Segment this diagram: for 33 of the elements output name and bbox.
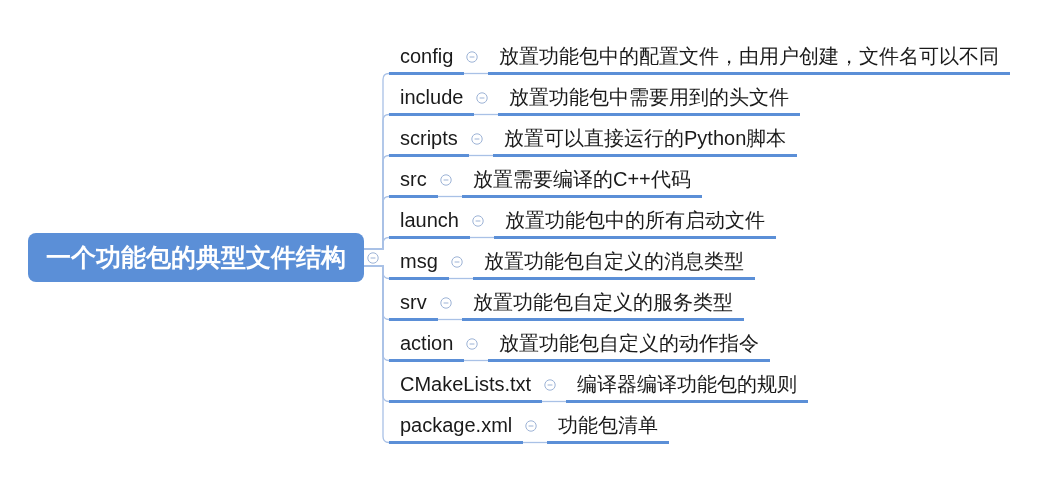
connector-line bbox=[448, 277, 474, 280]
description-label: 放置功能包自定义的服务类型 bbox=[462, 288, 744, 321]
description-label: 放置可以直接运行的Python脚本 bbox=[493, 124, 798, 157]
topic-label: action bbox=[389, 329, 465, 362]
topic-label: config bbox=[389, 42, 465, 75]
connector-line bbox=[469, 236, 495, 239]
connector-line bbox=[463, 72, 489, 75]
description-label: 放置需要编译的C++代码 bbox=[462, 165, 702, 198]
topic-label: package.xml bbox=[389, 411, 524, 444]
topic-label: msg bbox=[389, 247, 449, 280]
topic-label: srv bbox=[389, 288, 438, 321]
connector-line bbox=[437, 318, 463, 321]
description-label: 放置功能包中的所有启动文件 bbox=[494, 206, 776, 239]
connector-line bbox=[363, 236, 390, 250]
topic-label: src bbox=[389, 165, 438, 198]
connector-line bbox=[541, 400, 567, 403]
topic-label: launch bbox=[389, 206, 470, 239]
topic-label: scripts bbox=[389, 124, 469, 157]
description-label: 放置功能包中需要用到的头文件 bbox=[498, 83, 800, 116]
topic-label: CMakeLists.txt bbox=[389, 370, 543, 403]
root-topic-box: 一个功能包的典型文件结构 bbox=[28, 233, 364, 282]
connector-line bbox=[437, 195, 463, 198]
description-label: 放置功能包中的配置文件，由用户创建，文件名可以不同 bbox=[488, 42, 1010, 75]
description-label: 编译器编译功能包的规则 bbox=[566, 370, 808, 403]
description-label: 放置功能包自定义的消息类型 bbox=[473, 247, 755, 280]
connector-line bbox=[522, 441, 548, 444]
connector-line bbox=[468, 154, 494, 157]
connector-line bbox=[463, 359, 489, 362]
description-label: 功能包清单 bbox=[547, 411, 669, 444]
description-label: 放置功能包自定义的动作指令 bbox=[488, 329, 770, 362]
connector-line bbox=[363, 265, 390, 444]
connector-line bbox=[473, 113, 499, 116]
topic-label: include bbox=[389, 83, 475, 116]
